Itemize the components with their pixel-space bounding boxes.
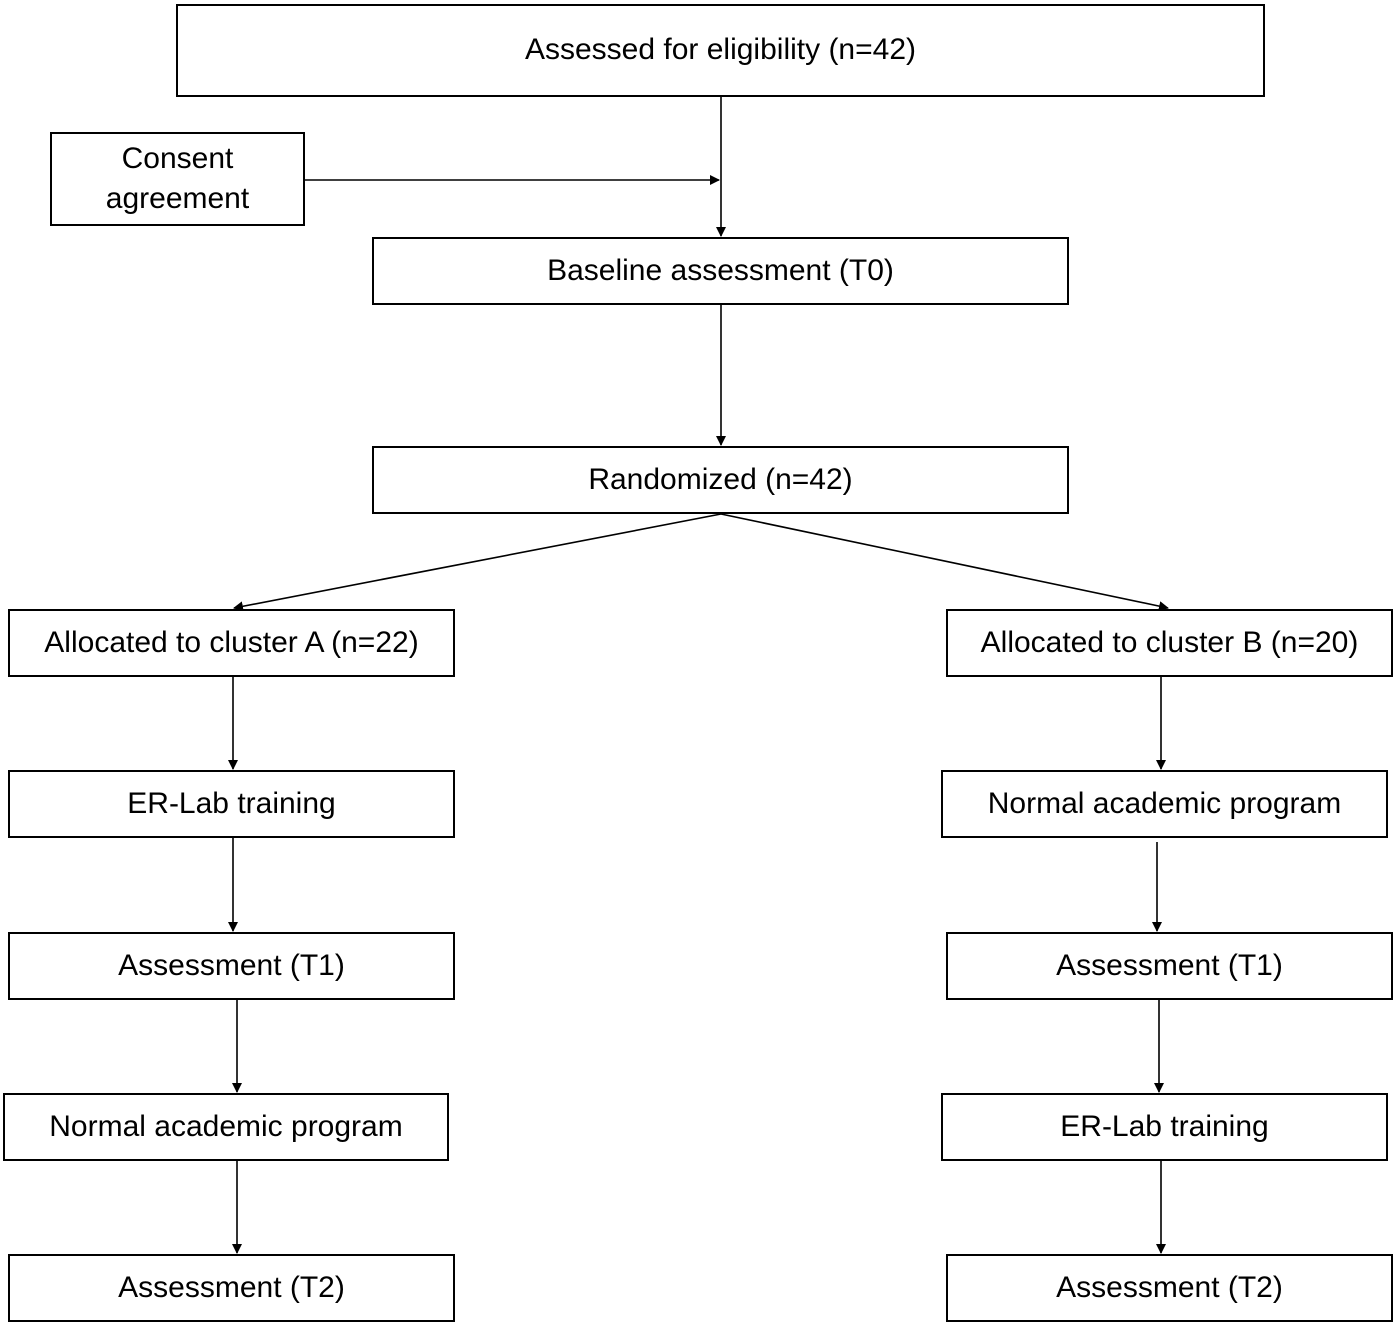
cluster-b-step2-box: ER-Lab training (941, 1093, 1388, 1161)
randomized-label: Randomized (n=42) (588, 462, 853, 496)
cluster-a-step1-label: ER-Lab training (127, 786, 336, 820)
cluster-b-allocation-box: Allocated to cluster B (n=20) (946, 609, 1393, 677)
cluster-a-assessment-t1-label: Assessment (T1) (118, 948, 345, 982)
cluster-b-step1-label: Normal academic program (987, 786, 1342, 820)
cluster-a-assessment-t2-box: Assessment (T2) (8, 1254, 455, 1322)
cluster-b-assessment-t1-box: Assessment (T1) (946, 932, 1393, 1000)
baseline-label: Baseline assessment (T0) (547, 253, 894, 287)
cluster-a-assessment-t1-box: Assessment (T1) (8, 932, 455, 1000)
arrow-randomized-to-cluster-a (233, 513, 722, 612)
cluster-a-assessment-t2-label: Assessment (T2) (118, 1270, 345, 1304)
cluster-a-allocation-label: Allocated to cluster A (n=22) (44, 625, 419, 659)
cluster-b-assessment-t1-label: Assessment (T1) (1056, 948, 1283, 982)
arrow-randomized-to-cluster-b (720, 513, 1169, 612)
cluster-b-assessment-t2-label: Assessment (T2) (1056, 1270, 1283, 1304)
baseline-box: Baseline assessment (T0) (372, 237, 1069, 305)
eligibility-label: Assessed for eligibility (n=42) (524, 33, 916, 67)
eligibility-box: Assessed for eligibility (n=42) (176, 4, 1265, 97)
cluster-b-assessment-t2-box: Assessment (T2) (946, 1254, 1393, 1322)
cluster-a-allocation-box: Allocated to cluster A (n=22) (8, 609, 455, 677)
cluster-b-step2-label: ER-Lab training (1060, 1109, 1269, 1143)
cluster-a-step2-label: Normal academic program (49, 1109, 403, 1143)
cluster-a-step2-box: Normal academic program (3, 1093, 449, 1161)
consent-box: Consent agreement (50, 132, 305, 226)
consent-label: Consent agreement (105, 141, 250, 216)
cluster-a-step1-box: ER-Lab training (8, 770, 455, 838)
cluster-b-step1-box: Normal academic program (941, 770, 1388, 838)
randomized-box: Randomized (n=42) (372, 446, 1069, 514)
cluster-b-allocation-label: Allocated to cluster B (n=20) (980, 625, 1359, 659)
